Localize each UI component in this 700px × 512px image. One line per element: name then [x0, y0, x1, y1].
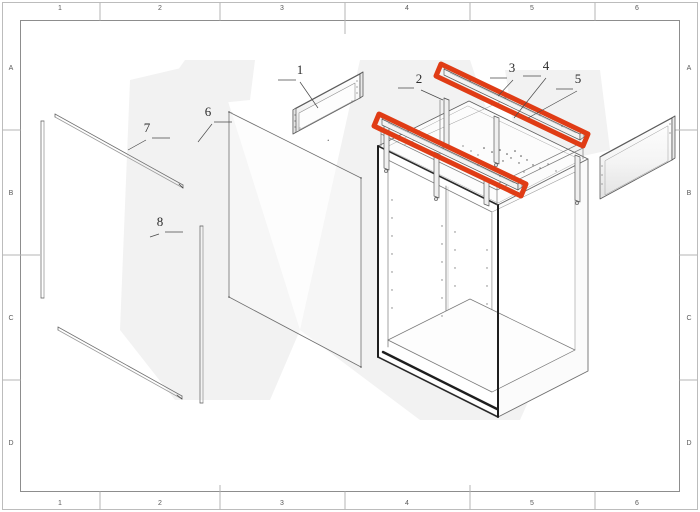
zone-row-right-a: A	[687, 65, 692, 72]
zone-row-right-b: B	[687, 190, 692, 197]
inner-border	[20, 20, 680, 492]
leader-8	[149, 231, 183, 238]
shelf-pin-holes	[391, 199, 488, 317]
zone-col-bottom-4: 4	[405, 500, 409, 507]
right-side-panel[interactable]	[599, 115, 676, 200]
leader-3	[490, 77, 514, 97]
zone-row-right-d: D	[686, 440, 691, 447]
highlight-front-rail	[371, 111, 529, 199]
zone-col-bottom-3: 3	[280, 500, 284, 507]
part-8-vertical-trim-right[interactable]	[199, 225, 204, 404]
zone-col-top-3: 3	[280, 5, 284, 12]
column-ticks-bottom	[99, 485, 596, 510]
zone-row-left-d: D	[8, 440, 13, 447]
zone-row-left-a: A	[9, 65, 14, 72]
zone-row-left-c: C	[8, 315, 13, 322]
leader-7	[127, 137, 170, 151]
row-ticks-left	[2, 129, 40, 381]
balloon-label-7[interactable]: 7	[144, 120, 151, 135]
part-7-diagonal-trim-lower[interactable]	[57, 326, 183, 400]
balloon-label-8[interactable]: 8	[157, 214, 164, 229]
balloon-label-5[interactable]: 5	[575, 71, 582, 86]
zone-col-top-1: 1	[58, 5, 62, 12]
leader-2	[398, 87, 444, 101]
leader-4	[513, 75, 547, 119]
vertical-support-posts[interactable]	[383, 97, 581, 207]
highlight-rear-rail	[433, 61, 591, 149]
zone-col-top-6: 6	[635, 5, 639, 12]
balloon-label-6[interactable]: 6	[205, 104, 212, 119]
zone-col-bottom-5: 5	[530, 500, 534, 507]
assembly-geometry: ·	[40, 61, 676, 418]
part-8-vertical-trim-left[interactable]	[40, 120, 45, 299]
leader-5	[527, 88, 578, 119]
zone-col-top-5: 5	[530, 5, 534, 12]
panel-dim-note: ·	[327, 137, 331, 142]
balloon-label-4[interactable]: 4	[543, 58, 550, 73]
zone-col-top-2: 2	[158, 5, 162, 12]
balloon-label-2[interactable]: 2	[416, 71, 423, 86]
zone-col-bottom-1: 1	[58, 500, 62, 507]
column-ticks-top	[99, 2, 596, 34]
balloon-label-1[interactable]: 1	[297, 62, 304, 77]
balloon-callouts	[127, 75, 578, 238]
zone-labels: 1 2 3 4 5 6 1 2 3 4 5 6 A B C D A B C D	[8, 5, 691, 507]
part-6-back-panel[interactable]: ·	[228, 111, 362, 368]
cabinet-base-front-edge	[381, 350, 499, 411]
part-1-top-rail-panel[interactable]	[292, 71, 364, 135]
balloon-label-3[interactable]: 3	[509, 60, 516, 75]
zone-row-right-c: C	[686, 315, 691, 322]
balloon-numbers: 1 2 3 4 5 6 7 8	[144, 58, 582, 229]
leader-1	[278, 79, 319, 109]
cabinet-carcass[interactable]	[377, 95, 589, 418]
zone-col-bottom-6: 6	[635, 500, 639, 507]
part-7-diagonal-trim-upper[interactable]	[54, 113, 184, 189]
zone-col-bottom-2: 2	[158, 500, 162, 507]
zone-row-left-b: B	[9, 190, 14, 197]
leader-6	[197, 121, 232, 143]
zone-col-top-4: 4	[405, 5, 409, 12]
